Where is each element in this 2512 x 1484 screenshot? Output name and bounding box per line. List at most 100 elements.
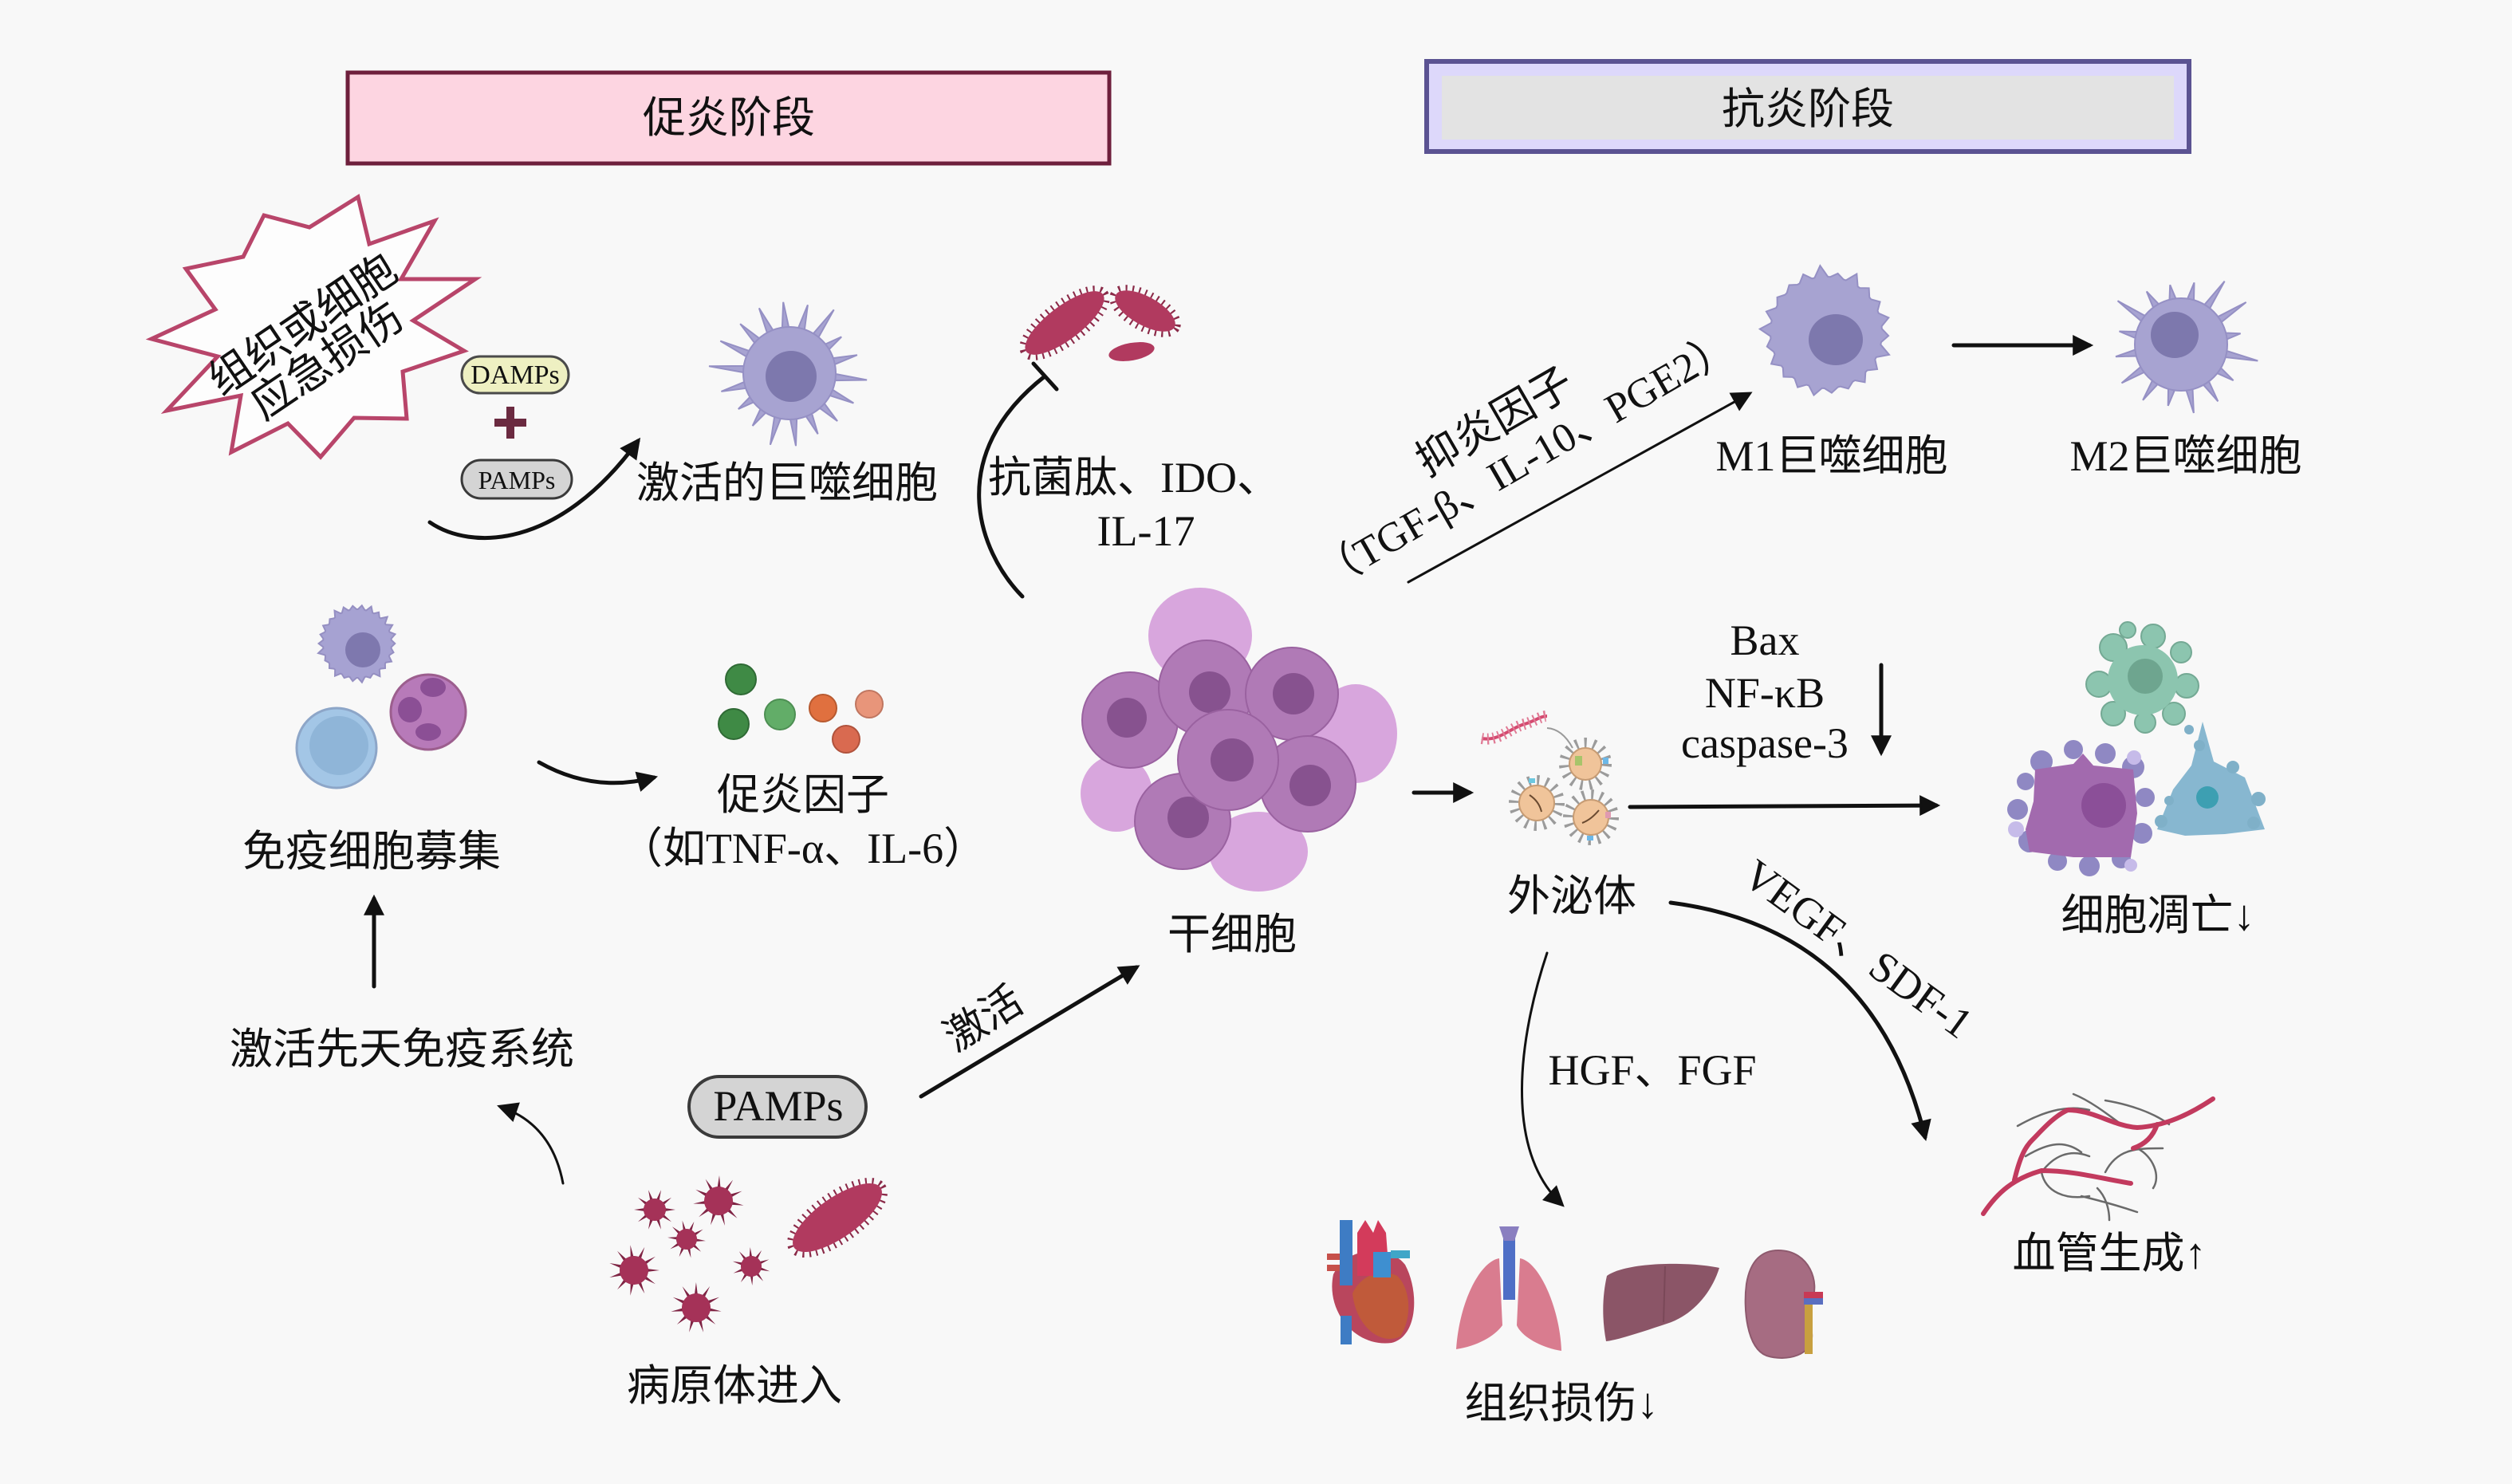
inhibition-curve — [977, 374, 1047, 599]
apoptotic-cell-purple — [2007, 740, 2155, 876]
damps-pill — [460, 355, 570, 395]
stem-cell-nucleus — [1189, 671, 1230, 713]
cytokine-dot — [809, 694, 837, 722]
membrane-tag — [1529, 778, 1535, 783]
bacterium-body — [1115, 290, 1175, 332]
kidney-icon — [1744, 1249, 1823, 1359]
damps-badge: DAMPs — [460, 355, 570, 395]
immune-recruitment-label: 免疫细胞募集 — [242, 828, 501, 876]
anti-inflammatory-stage-title: 抗炎阶段 — [1722, 85, 1894, 133]
activate-arrow — [919, 965, 1140, 1099]
virus-icon — [667, 1220, 706, 1258]
blood-vessels-icon — [1981, 1092, 2215, 1222]
virus-capsid — [741, 1256, 762, 1277]
bacterium-body — [1025, 291, 1104, 355]
lungs-icon — [1456, 1226, 1561, 1351]
neutrophil-icon — [389, 673, 467, 751]
antimicrobial-label-line1: 抗菌肽、IDO、 — [988, 454, 1280, 502]
bacterium-icon — [787, 1177, 888, 1258]
virus-capsid — [644, 1199, 666, 1221]
activated-macrophage-label: 激活的巨噬细胞 — [636, 459, 938, 507]
membrane-tag — [1603, 758, 1608, 764]
virus-capsid — [704, 1187, 733, 1215]
cytokines-label-line1: 促炎因子 — [717, 771, 889, 819]
pamps-label: PAMPs — [713, 1082, 843, 1130]
cytokine-dots-icon — [718, 663, 884, 754]
m2-macrophage-nucleus — [2151, 312, 2199, 358]
exosome-membrane-proteins — [1509, 775, 1565, 831]
exosome-cargo — [1575, 756, 1582, 766]
cytokine-dot — [832, 725, 860, 754]
activate-label: 激活 — [937, 978, 1031, 1061]
stem-cell-back — [1081, 755, 1152, 832]
antimicrobial-label-line2: IL-17 — [1097, 507, 1195, 555]
apoptosis-marker-bax: Bax — [1730, 616, 1800, 664]
apoptosis-marker-caspase3: caspase-3 — [1681, 719, 1849, 767]
virus-icon — [693, 1175, 744, 1226]
virus-icon — [609, 1245, 659, 1296]
virus-icon — [634, 1190, 675, 1230]
arrow-to-angiogenesis — [1668, 900, 1931, 1142]
m2-macrophage-icon — [2115, 280, 2258, 414]
monocyte-nucleus — [345, 632, 380, 667]
lymphocyte-nucleus — [309, 716, 368, 775]
anti-inflammatory-factors-arrow — [1407, 392, 1753, 584]
anti-inflammatory-banner-core — [1442, 76, 2174, 140]
stem-cell-nucleus — [1211, 738, 1254, 781]
angiogenic-factors-label: VEGF、SDF-1 — [1734, 850, 1982, 1048]
virus-capsid — [620, 1256, 648, 1285]
cytokines-label-line2: （如TNF-α、IL-6） — [620, 825, 986, 872]
pro-inflammatory-stage-banner: 促炎阶段 — [345, 70, 1112, 166]
organs-icon — [1327, 1220, 1823, 1359]
exosome-cargo — [1581, 809, 1600, 824]
virus-capsid — [676, 1229, 697, 1250]
arrow-to-activated-macrophage — [427, 437, 641, 540]
membrane-tag — [1605, 812, 1611, 818]
tissue-damage-label: 组织损伤↓ — [1465, 1380, 1659, 1427]
pamps-small-label: PAMPs — [478, 466, 556, 494]
innate-activation-label: 激活先天免疫系统 — [230, 1025, 574, 1073]
pro-inflammatory-banner-box — [345, 70, 1112, 166]
angiogenesis-label: 血管生成↑ — [2013, 1230, 2207, 1277]
apoptotic-cells-icon — [2007, 621, 2266, 876]
neutrophil-body — [389, 673, 467, 751]
membrane-tag — [1587, 836, 1593, 840]
injury-burst: 组织或细胞 应急损伤 — [145, 194, 482, 460]
arrow-to-cytokines — [537, 760, 659, 792]
virus-icon — [671, 1282, 722, 1332]
bacterium-body — [793, 1183, 882, 1253]
lymphocyte-icon — [295, 707, 378, 789]
stem-cell-back — [1209, 812, 1308, 892]
immune-cells-icon — [295, 604, 467, 789]
stem-cell-cluster-icon — [1081, 588, 1397, 892]
apoptosis-marker-nfkb: NF-κB — [1705, 669, 1825, 717]
exosome-vesicle — [1569, 747, 1602, 781]
macrophage-nucleus — [766, 351, 817, 402]
apoptosis-label: 细胞凋亡↓ — [2061, 892, 2255, 939]
m1-macrophage-icon — [1758, 264, 1891, 397]
pamps-small-pill — [460, 459, 573, 500]
pro-inflammatory-stage-title: 促炎阶段 — [643, 94, 815, 142]
pamps-badge: PAMPs — [687, 1075, 868, 1139]
activated-macrophage-icon — [708, 301, 868, 447]
apoptotic-cell-green — [2085, 621, 2199, 734]
arrow-to-tissue-repair — [1521, 951, 1565, 1207]
monocyte-icon — [317, 604, 397, 684]
inhibition-bar — [1031, 361, 1059, 392]
cytokine-dot — [855, 690, 884, 718]
liver-icon — [1603, 1263, 1719, 1341]
virus-capsid — [682, 1293, 711, 1322]
exosome-membrane-proteins — [1563, 789, 1619, 845]
exosome-vesicle — [1518, 785, 1555, 821]
neutrophil-nucleus-lobe — [398, 697, 422, 722]
m1-macrophage-nucleus — [1809, 314, 1863, 365]
stem-cell-nucleus — [1167, 797, 1209, 838]
neutrophil-nucleus-lobe — [420, 678, 446, 697]
rna-strand — [1481, 714, 1548, 741]
rna-bases — [1480, 711, 1548, 745]
apoptotic-cell-blue — [2155, 722, 2266, 836]
cytokine-dot — [725, 663, 757, 695]
bacterium-pili — [787, 1177, 888, 1258]
m2-macrophage-label: M2巨噬细胞 — [2069, 432, 2301, 480]
